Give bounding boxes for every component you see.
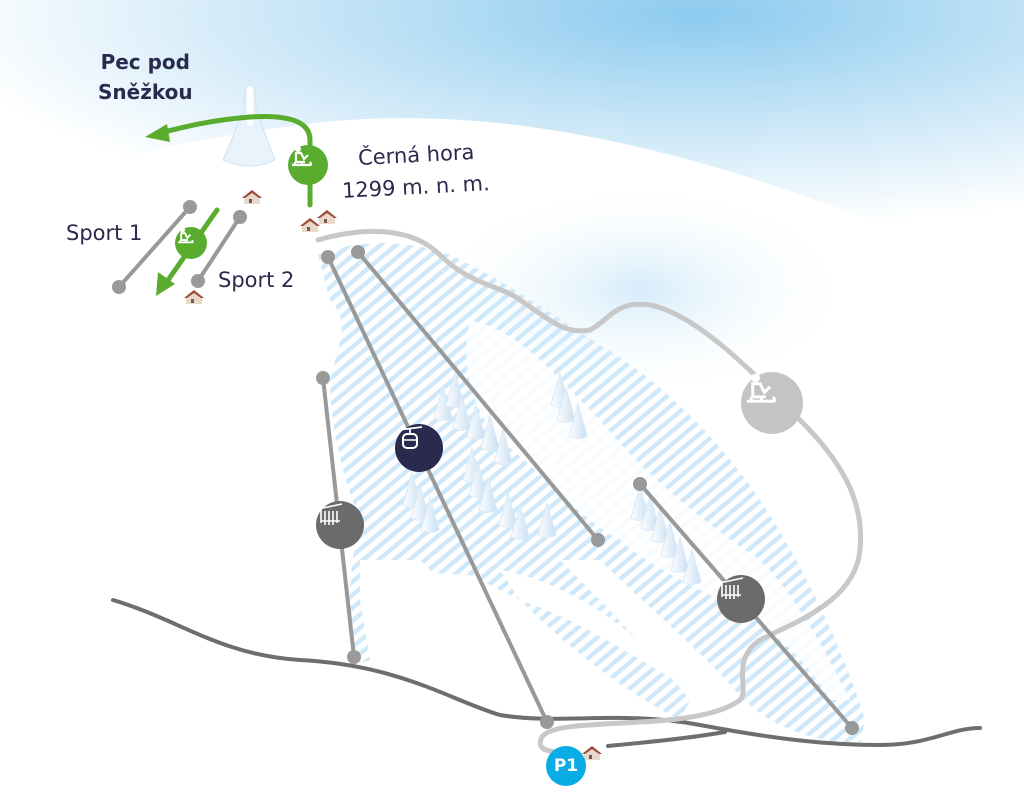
destination-label[interactable]: Pec pod Sněžkou <box>98 47 193 107</box>
roads <box>111 598 982 748</box>
parking-icon[interactable]: P1 <box>546 746 586 786</box>
arrow-icon <box>156 272 175 296</box>
sledge-icon[interactable] <box>741 372 803 434</box>
chairlift-icon[interactable] <box>717 575 765 623</box>
chairlift-icon[interactable] <box>316 501 364 549</box>
lifts <box>112 200 859 735</box>
parking-label: P1 <box>553 756 579 776</box>
gondola-icon[interactable] <box>395 424 443 472</box>
peak-name: Černá hora <box>357 139 475 171</box>
destination-line-2: Sněžkou <box>98 80 193 104</box>
destination-line-1: Pec pod <box>100 50 190 74</box>
sledge-icon[interactable] <box>175 227 207 259</box>
sport2-label: Sport 2 <box>218 268 295 292</box>
sport1-label: Sport 1 <box>66 221 143 245</box>
sky <box>0 0 1024 285</box>
sledge-icon[interactable] <box>288 145 328 185</box>
arrow-icon <box>145 124 170 142</box>
sled-track <box>315 228 864 755</box>
